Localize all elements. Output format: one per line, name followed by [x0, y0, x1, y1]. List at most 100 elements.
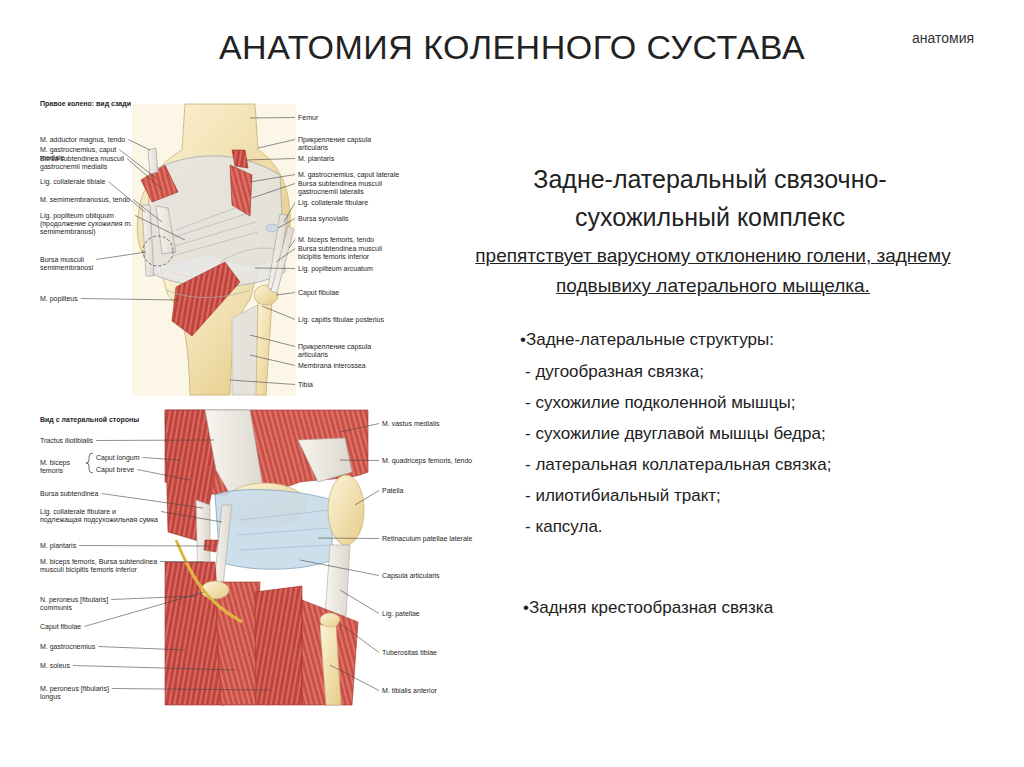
- list-item: - сухожилие подколенной мышцы;: [525, 393, 795, 413]
- leader-line: [112, 689, 270, 691]
- part-label: Caput longum: [96, 454, 156, 462]
- part-label: M. semimembranosus, tendo: [40, 196, 135, 204]
- part-label: Tibia: [298, 381, 403, 389]
- leader-line: [79, 545, 210, 547]
- part-label: Membrana interossea: [298, 362, 403, 370]
- leader-line: [250, 355, 295, 366]
- part-label: Lig. patellae: [382, 610, 477, 618]
- leader-line: [128, 140, 150, 151]
- part-label: M. adductor magnus, tendo: [40, 136, 135, 144]
- part-label: Tuberositas tibiae: [382, 649, 477, 657]
- list-item: - латеральная коллатеральная связка;: [525, 455, 831, 475]
- part-label: Caput fibulae: [40, 623, 158, 631]
- leader-line: [338, 622, 379, 653]
- function-note: препятствует варусному отклонению голени…: [428, 241, 998, 301]
- leader-line: [340, 424, 379, 433]
- part-label: M. gastrocnemius: [40, 643, 158, 651]
- leader-line: [250, 117, 295, 119]
- leader-line: [96, 440, 214, 442]
- list-item: - илиотибиальный тракт;: [525, 486, 721, 506]
- part-label: Bursa musculi semimembranosi: [40, 256, 135, 272]
- leader-line: [250, 335, 295, 347]
- leader-line: [276, 293, 295, 296]
- part-label: Capsula articularis: [382, 572, 477, 580]
- part-label: Bursa subtendinea musculi gastrocnemii l…: [298, 180, 403, 196]
- part-label: M. quadriceps femoris, tendo: [382, 457, 477, 465]
- part-label: M. tibialis anterior: [382, 687, 477, 695]
- leader-line: [289, 240, 295, 249]
- leader-line: [127, 159, 163, 191]
- part-label: Lig. collaterale fibulare: [298, 199, 403, 207]
- leader-line: [355, 491, 379, 506]
- leader-line: [143, 458, 180, 461]
- leader-line: [276, 249, 295, 263]
- leader-line: [255, 268, 295, 270]
- leader-line: [73, 666, 235, 671]
- leader-line: [161, 512, 222, 523]
- watermark: анатомия: [912, 30, 974, 46]
- leader-line: [262, 306, 295, 320]
- part-label: M. peroneus [fibularis] longus: [40, 685, 120, 701]
- part-label: Lig. collaterale fibulare и подлежащая п…: [40, 508, 158, 524]
- part-label: Bursa subtendinea: [40, 490, 158, 498]
- panel-heading: Вид с латеральной стороны: [40, 416, 139, 423]
- part-label: Tractus iliotibialis: [40, 437, 158, 445]
- part-label: Lig. popliteum obliquum (продолжение сух…: [40, 212, 135, 236]
- leader-line: [246, 159, 295, 161]
- part-label: M. vastus medialis: [382, 420, 477, 428]
- leader-line: [230, 380, 295, 385]
- posterior-view: [132, 104, 296, 396]
- part-label: M. soleus: [40, 662, 158, 670]
- part-label: Caput fibulae: [298, 289, 403, 297]
- leader-line: [81, 299, 178, 301]
- leader-line: [133, 200, 162, 223]
- part-label: M. popliteus: [40, 295, 135, 303]
- slide-title: АНАТОМИЯ КОЛЕННОГО СУСТАВА: [162, 28, 862, 67]
- part-label: M. plantaris: [298, 155, 403, 163]
- part-label: M. biceps femoris, Bursa subtendinea mus…: [40, 558, 158, 574]
- part-label: Femur: [298, 114, 403, 122]
- part-label: N. peroneus [fibularis] communis: [40, 596, 130, 612]
- leader-line: [258, 140, 295, 149]
- part-label: Patella: [382, 487, 477, 495]
- leader-line: [330, 665, 379, 691]
- bullet-item: •Задне-латеральные структуры:: [520, 330, 774, 350]
- part-label: Lig. popliteum arcuatum: [298, 265, 403, 273]
- part-label: Bursa subtendinea musculi bicipitis femo…: [298, 245, 403, 261]
- leader-line: [340, 460, 379, 462]
- section-heading: Задне-латеральный связочно-сухожильный к…: [490, 160, 930, 236]
- leader-line: [98, 647, 185, 651]
- part-label: M. biceps femoris, tendo: [298, 236, 403, 244]
- leader-line: [96, 252, 146, 260]
- part-label: Caput breve: [96, 466, 156, 474]
- list-item: - сухожилие двуглавой мышцы бедра;: [525, 424, 826, 444]
- part-label: M. gastrocnemius, caput laterale: [298, 171, 403, 179]
- part-label: Bursa synovialis: [298, 215, 403, 223]
- leader-line: [284, 203, 295, 223]
- part-label: Retinaculum patellae laterale: [382, 535, 477, 543]
- leader-line: [101, 494, 203, 509]
- leader-line: [318, 538, 379, 540]
- part-label: Прикрепление capsula articularis: [298, 343, 403, 359]
- leader-line: [278, 219, 295, 229]
- leader-line: [340, 590, 379, 614]
- panel-heading: Правое колено: вид сзади: [40, 100, 131, 107]
- leader-line: [250, 175, 295, 183]
- leader-line: [252, 184, 295, 199]
- list-item: - капсула.: [525, 517, 603, 537]
- leader-line: [160, 561, 204, 563]
- leader-line: [300, 560, 379, 576]
- part-label: Lig. collaterale tibiale: [40, 178, 135, 186]
- lateral-view: [165, 410, 368, 705]
- part-label: Прикрепление capsula articularis: [298, 136, 403, 152]
- list-item: - дугообразная связка;: [525, 362, 704, 382]
- bracket: [86, 453, 93, 473]
- part-label: Bursa subtendinea musculi gastrocnemii m…: [40, 155, 135, 171]
- part-label: Lig. capitis fibulae posterius: [298, 316, 403, 324]
- leader-line: [119, 150, 156, 179]
- leader-line: [135, 216, 185, 241]
- leader-line: [137, 470, 190, 481]
- part-label: M. biceps femoris: [40, 459, 84, 475]
